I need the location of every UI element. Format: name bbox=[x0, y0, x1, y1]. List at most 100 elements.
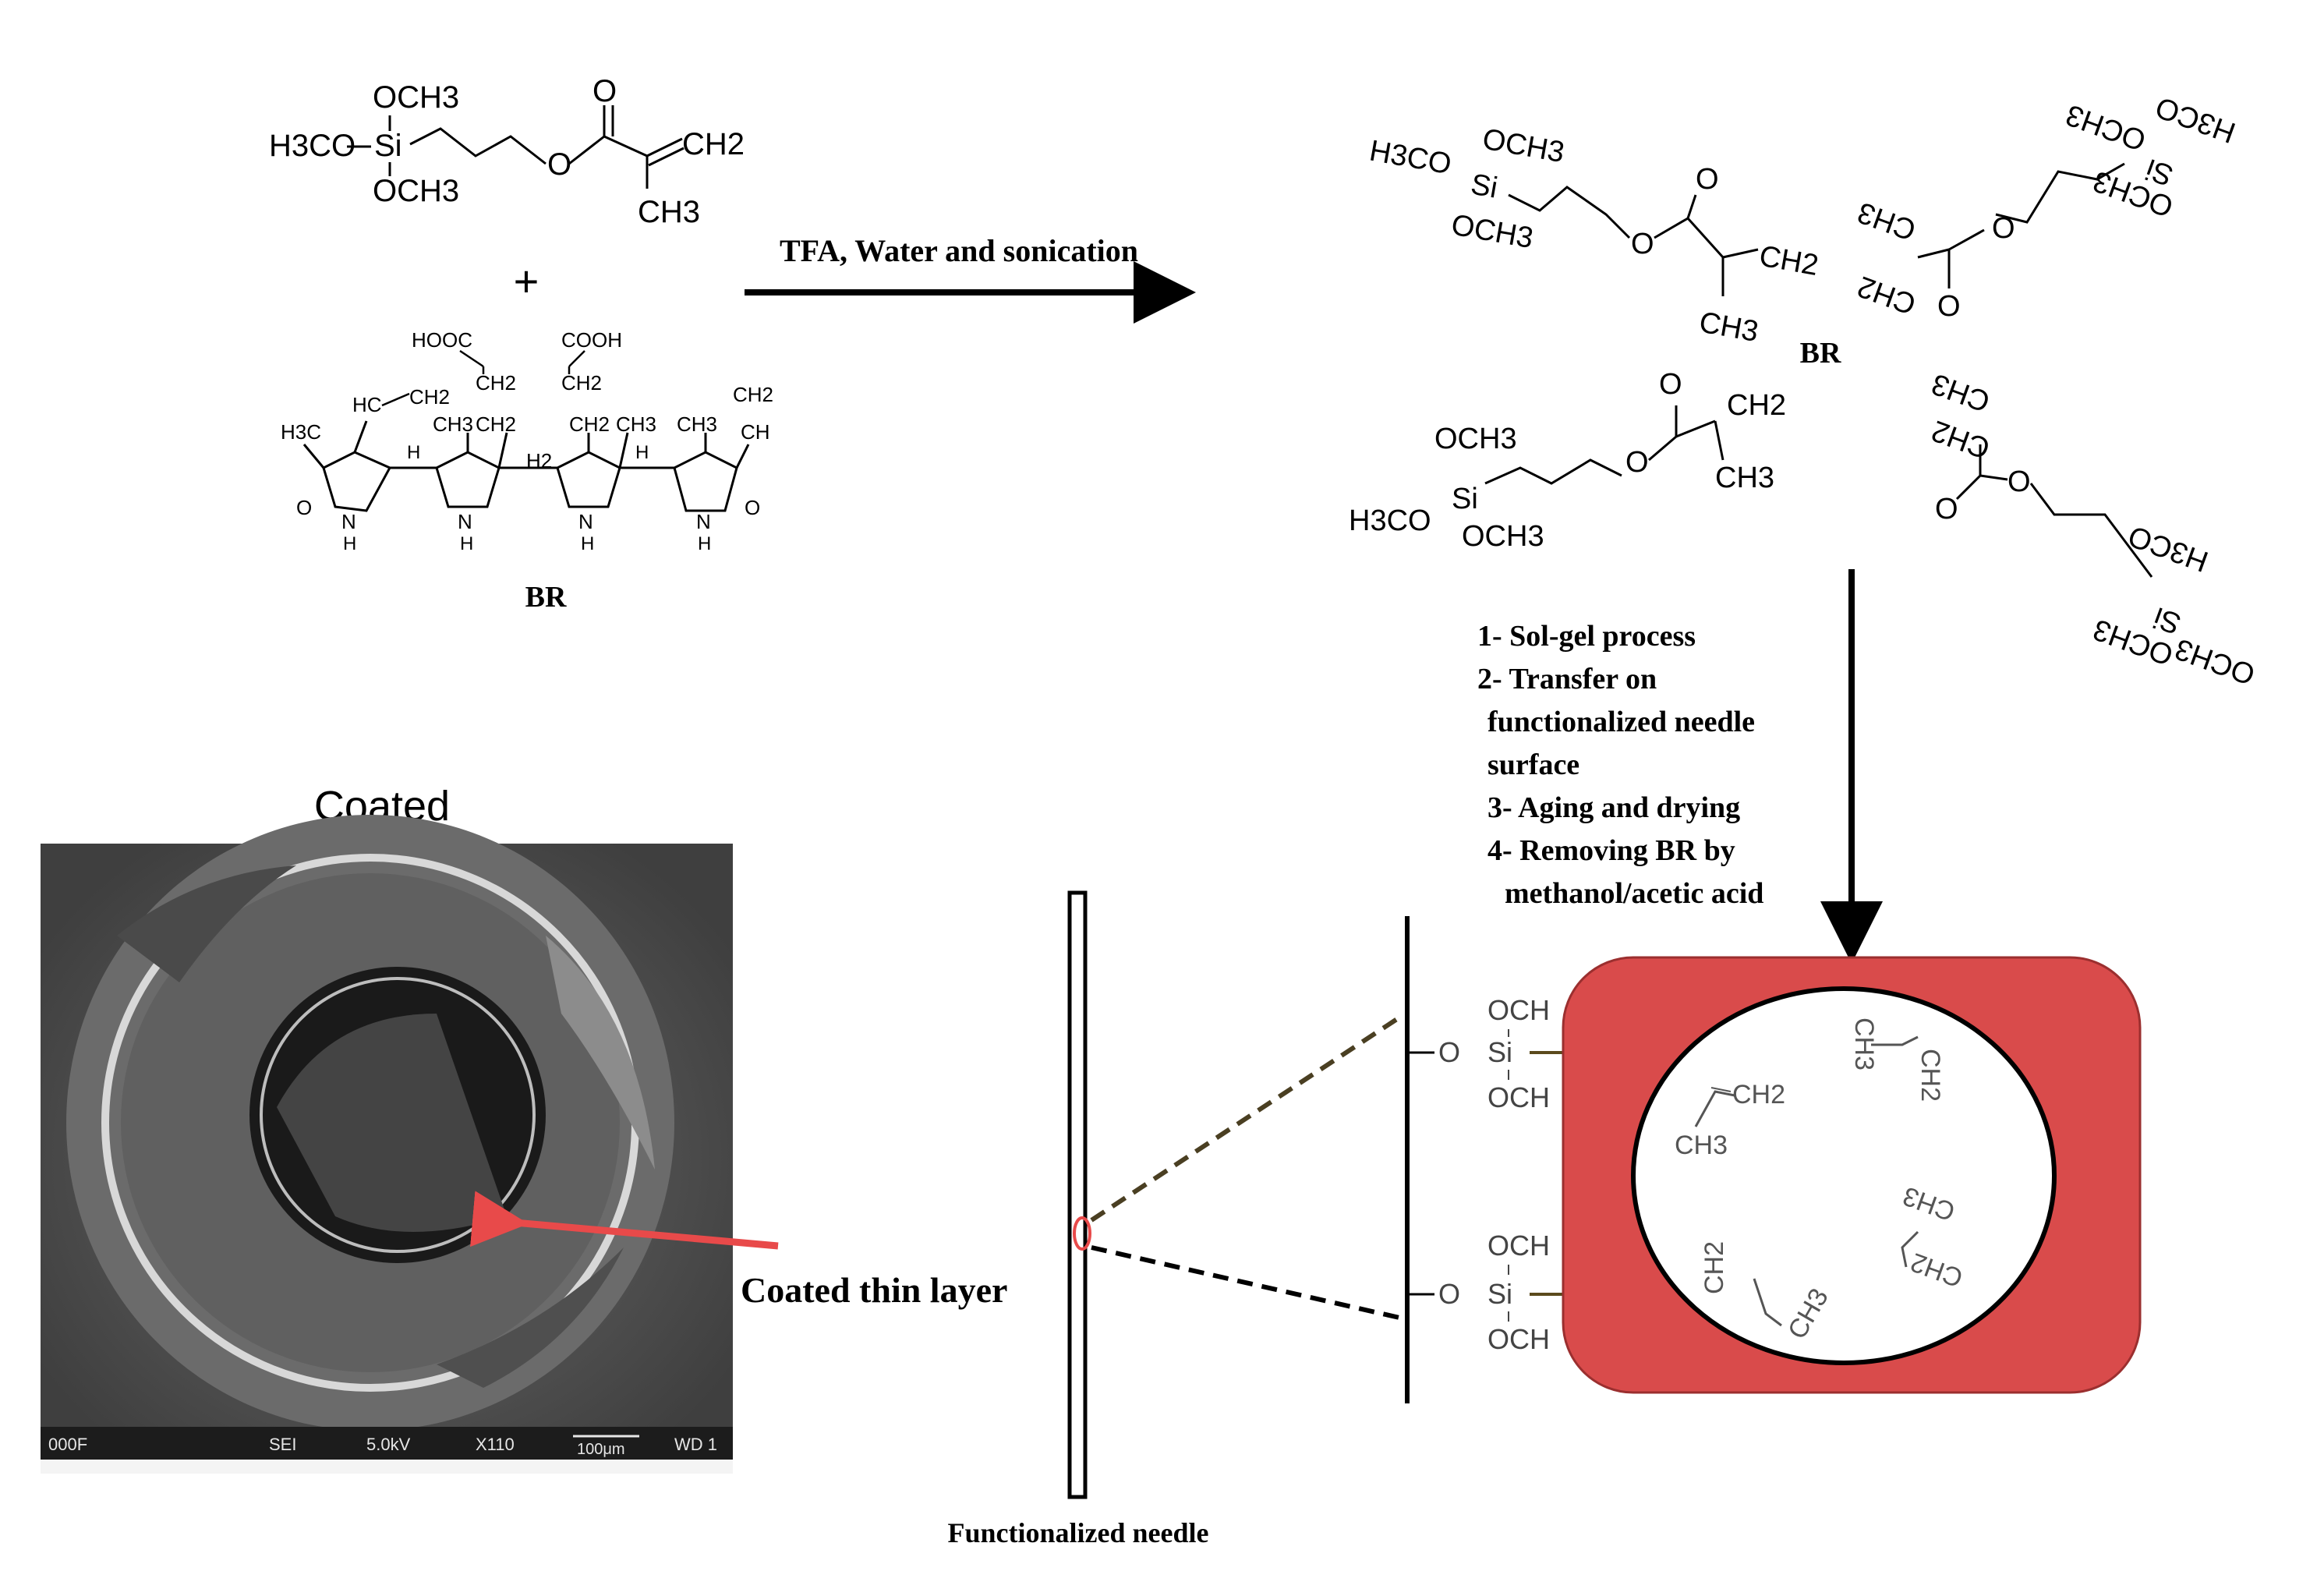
complex-label: CH3 bbox=[1715, 462, 1774, 494]
complex-label: CH3 bbox=[1696, 306, 1760, 349]
process-step: methanol/acetic acid bbox=[1505, 877, 1763, 910]
br-label: H bbox=[698, 533, 711, 554]
zoom-line-bottom bbox=[1091, 1245, 1400, 1320]
process-step: 4- Removing BR by bbox=[1487, 834, 1735, 867]
monomer-label: H3CO bbox=[269, 129, 356, 163]
monomer-structure: OCH3 H3CO Si OCH3 O O CH2 CH3 bbox=[269, 74, 745, 229]
br-label: N bbox=[458, 510, 472, 533]
br-label: N bbox=[578, 510, 593, 533]
coated-layer-label: Coated thin layer bbox=[741, 1270, 1007, 1310]
complex-label: O bbox=[1625, 446, 1649, 479]
monomer-label: O bbox=[593, 74, 617, 108]
cavity-label: CH2 bbox=[1700, 1241, 1729, 1294]
monomer-label: OCH3 bbox=[373, 174, 459, 208]
br-label: O bbox=[745, 496, 760, 519]
coated-layer-arrow bbox=[470, 1191, 779, 1250]
plus-sign: + bbox=[514, 257, 539, 306]
needle-label: Functionalized needle bbox=[948, 1517, 1209, 1548]
complex-label: O bbox=[2007, 465, 2031, 498]
linker-label: Si bbox=[1487, 1036, 1512, 1068]
complex-label: CH2 bbox=[1727, 389, 1786, 422]
process-step: 2- Transfer on bbox=[1477, 663, 1657, 695]
complex-label: H3CO bbox=[1349, 504, 1431, 537]
process-step: surface bbox=[1487, 748, 1579, 781]
linker-label: Si bbox=[1487, 1278, 1512, 1310]
br-label: COOH bbox=[561, 328, 622, 352]
complex-label: CH2 bbox=[1927, 414, 1994, 465]
complex-label: H3CO bbox=[2152, 90, 2241, 149]
br-label: CH2 bbox=[561, 371, 602, 395]
complex-label: Si bbox=[1468, 168, 1500, 205]
sem-image: 000F SEI 5.0kV X110 100μm WD 1 bbox=[41, 815, 733, 1474]
br-label: H bbox=[635, 442, 649, 463]
complex-label: CH3 bbox=[1927, 367, 1994, 418]
complex-label: O bbox=[1937, 290, 1961, 323]
complex-label: H3CO bbox=[1367, 135, 1453, 182]
process-step: 3- Aging and drying bbox=[1487, 791, 1740, 824]
linker-label: OCH bbox=[1487, 1323, 1550, 1355]
sem-scale-text: X110 bbox=[476, 1435, 515, 1454]
complex-label: OCH3 bbox=[1462, 520, 1544, 553]
imprinted-cavity bbox=[1631, 986, 2057, 1365]
complex-label: OCH3 bbox=[1480, 123, 1566, 170]
monomer-label: Si bbox=[374, 129, 402, 163]
complex-label: Si bbox=[1452, 483, 1478, 515]
linker-label: OCH bbox=[1487, 994, 1550, 1026]
process-step: functionalized needle bbox=[1487, 706, 1755, 738]
complex-label: OCH3 bbox=[2171, 632, 2260, 691]
monomer-label: O bbox=[547, 147, 571, 182]
surface-linkers: OCH O Si OCH OCH O Si OCH bbox=[1407, 994, 1567, 1355]
complex-label: O bbox=[1992, 212, 2015, 245]
cavity-label: CH2 bbox=[1916, 1049, 1945, 1102]
complex-label: OCH3 bbox=[2062, 97, 2151, 157]
br-label: N bbox=[696, 510, 711, 533]
complex-label: H3CO bbox=[2124, 518, 2213, 578]
needle bbox=[1067, 890, 1088, 1499]
complex-label: O bbox=[1631, 228, 1654, 260]
br-label: H bbox=[343, 533, 356, 554]
br-label: CH2 bbox=[476, 412, 516, 436]
complex-label: CH3 bbox=[1853, 196, 1920, 246]
br-label: H3C bbox=[281, 420, 321, 444]
complex-label: CH2 bbox=[1853, 270, 1920, 320]
br-label: CH3 bbox=[433, 412, 473, 436]
template-molecule-structure: HOOC COOH CH2 CH2 HC CH2 CH3 CH2 CH2 CH3… bbox=[281, 328, 773, 554]
br-label: HC bbox=[352, 393, 382, 416]
complex-label: O bbox=[1935, 493, 1958, 526]
br-label: CH2 bbox=[409, 385, 450, 409]
complex-label: O bbox=[1696, 163, 1719, 196]
linker-label: O bbox=[1438, 1036, 1460, 1068]
process-steps: 1- Sol-gel process 2- Transfer on functi… bbox=[1477, 620, 1763, 910]
sem-scale-text: 100μm bbox=[577, 1441, 625, 1458]
cavity-label: CH3 bbox=[1675, 1131, 1728, 1160]
br-label: O bbox=[296, 496, 312, 519]
complex-center-label: BR bbox=[1800, 337, 1841, 370]
br-label: N bbox=[341, 510, 356, 533]
monomer-label: OCH3 bbox=[373, 80, 459, 115]
complex-label: CH2 bbox=[1756, 240, 1820, 283]
cavity-label: CH2 bbox=[1732, 1080, 1785, 1109]
monomer-label: CH3 bbox=[638, 195, 700, 229]
complex-label: OCH3 bbox=[1434, 423, 1517, 455]
monomer-label: CH2 bbox=[682, 127, 745, 161]
needle-highlight bbox=[1073, 1216, 1091, 1251]
sem-scale-text: WD 1 bbox=[674, 1435, 717, 1454]
br-label: H bbox=[407, 442, 420, 463]
cavity-groups: CH2 CH3 CH3 CH2 CH2 CH3 CH3 CH2 bbox=[1675, 1017, 1967, 1344]
br-label: CH2 bbox=[733, 383, 773, 406]
br-label: CH bbox=[741, 420, 770, 444]
br-label: H bbox=[581, 533, 594, 554]
complex-structure: H3CO OCH3 Si OCH3 O O CH2 CH3 OCH3 H3CO … bbox=[1349, 90, 2259, 691]
reaction-condition-label: TFA, Water and sonication bbox=[780, 233, 1138, 268]
br-label: HOOC bbox=[412, 328, 472, 352]
sem-scale-text: SEI bbox=[269, 1435, 296, 1454]
zoom-line-top bbox=[1090, 1015, 1401, 1223]
br-label: CH2 bbox=[569, 412, 610, 436]
sem-scale-text: 5.0kV bbox=[366, 1435, 411, 1454]
complex-label: O bbox=[1659, 368, 1682, 401]
br-label: CH3 bbox=[616, 412, 656, 436]
complex-label: OCH3 bbox=[1449, 209, 1535, 256]
linker-label: OCH bbox=[1487, 1230, 1550, 1262]
template-molecule-name: BR bbox=[525, 581, 567, 614]
